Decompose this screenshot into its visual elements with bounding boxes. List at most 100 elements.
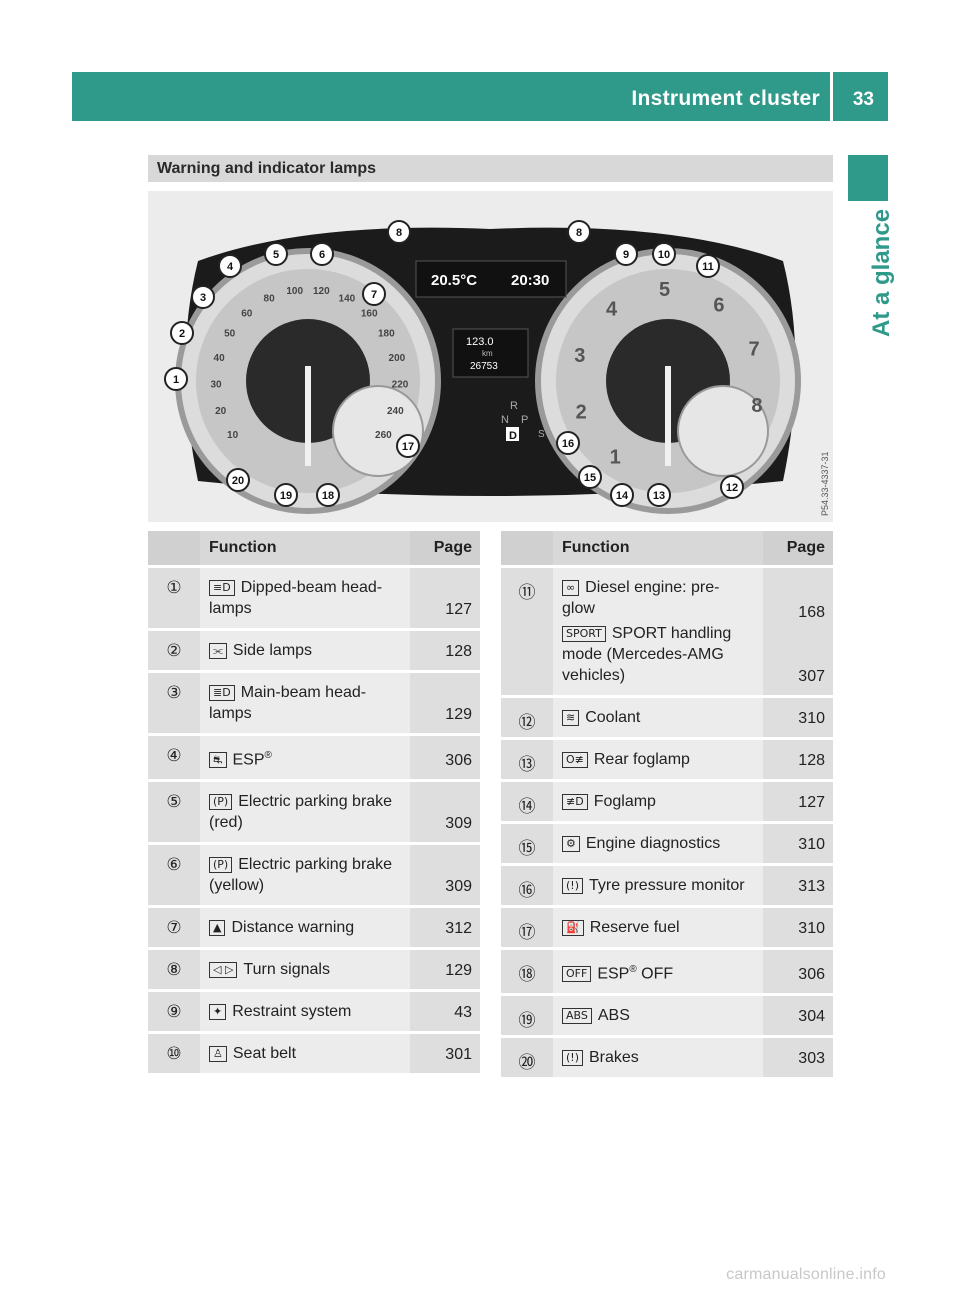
speed-mark: 100 bbox=[286, 286, 303, 297]
callout-circle bbox=[310, 242, 334, 266]
row-number: ⑰ bbox=[501, 906, 553, 950]
table-row: ⑥(P)Electric parking brake(yellow)309 bbox=[148, 843, 480, 909]
page-number-entry: 310 bbox=[798, 920, 825, 937]
page-cell: 309 bbox=[410, 780, 480, 846]
column-page: Page bbox=[410, 531, 480, 568]
indicator-icon: ≢D bbox=[562, 794, 588, 810]
page-cell: 310 bbox=[763, 822, 833, 866]
function-text: (red) bbox=[209, 814, 243, 832]
indicator-icon: O≢ bbox=[562, 752, 588, 768]
row-number: ⑥ bbox=[148, 843, 200, 909]
function-cell: ⚙Engine diagnostics bbox=[553, 822, 763, 866]
callout-number: 16 bbox=[562, 438, 574, 450]
row-number: ① bbox=[148, 566, 200, 631]
function-entry: (!)Tyre pressure monitor bbox=[562, 875, 759, 896]
page-cell: 43 bbox=[410, 990, 480, 1035]
reference-code: P54.33-4337-31 bbox=[820, 451, 830, 516]
callout-number: 15 bbox=[584, 472, 596, 484]
speed-mark: 50 bbox=[224, 329, 236, 340]
page-number-entry: 313 bbox=[798, 878, 825, 895]
function-cell: ⫘Side lamps bbox=[200, 629, 410, 673]
function-text: mode (Mercedes-AMG bbox=[562, 646, 724, 663]
indicator-icon: OFF bbox=[562, 966, 592, 983]
column-page: Page bbox=[763, 531, 833, 568]
row-number: ⑪ bbox=[501, 566, 553, 698]
page-number: 33 bbox=[852, 89, 874, 110]
function-text: Distance warning bbox=[231, 919, 355, 937]
table-row: ⑮⚙Engine diagnostics 310 bbox=[501, 822, 833, 866]
indicator-icon: (!) bbox=[562, 878, 583, 894]
page-cell: 310 bbox=[763, 906, 833, 950]
callout-circle bbox=[720, 475, 744, 499]
speed-mark: 80 bbox=[264, 294, 276, 305]
page-number-entry: 310 bbox=[798, 710, 825, 727]
speed-mark: 40 bbox=[214, 353, 226, 364]
page-cell: 306 bbox=[763, 948, 833, 997]
page-number-entry: 128 bbox=[798, 752, 825, 769]
row-number: ⑳ bbox=[501, 1036, 553, 1081]
temperature-readout: 20.5°C bbox=[431, 272, 477, 289]
function-cell: ⛐ESP® bbox=[200, 734, 410, 783]
function-entry: (!)Brakes bbox=[562, 1047, 759, 1068]
side-section-label: At a glance bbox=[868, 208, 895, 337]
indicator-icon: ∞ bbox=[562, 580, 580, 596]
function-entry: ⛽Reserve fuel bbox=[562, 917, 759, 938]
callout-circle bbox=[652, 242, 676, 266]
speed-mark: 10 bbox=[227, 430, 239, 441]
indicator-icon: ⚙ bbox=[562, 836, 580, 852]
page-number-entry: 307 bbox=[798, 668, 825, 685]
page-cell: 306 bbox=[410, 734, 480, 783]
function-text: Turn signals bbox=[243, 961, 330, 979]
function-entry: O≢Rear foglamp bbox=[562, 749, 759, 770]
callout-circle bbox=[170, 321, 194, 345]
indicator-icon: ⛽ bbox=[562, 920, 584, 936]
row-number: ⑮ bbox=[501, 822, 553, 866]
callout-number: 13 bbox=[653, 490, 665, 502]
function-text: Main-beam head- bbox=[240, 684, 367, 701]
function-text: lamps bbox=[209, 600, 252, 617]
indicator-icon: (!) bbox=[562, 1050, 583, 1067]
callout-circle bbox=[567, 220, 591, 244]
indicator-icon: ABS bbox=[562, 1008, 592, 1025]
indicator-icon: ≡D bbox=[209, 580, 235, 596]
callout-circle bbox=[614, 242, 638, 266]
page-cell: 301 bbox=[410, 1032, 480, 1077]
speed-mark: 120 bbox=[313, 286, 330, 297]
row-number: ⑦ bbox=[148, 906, 200, 951]
function-cell: ⛽Reserve fuel bbox=[553, 906, 763, 950]
rpm-mark: 4 bbox=[606, 298, 618, 320]
callout-circle bbox=[264, 242, 288, 266]
speed-mark: 30 bbox=[210, 380, 222, 391]
speed-mark: 60 bbox=[241, 308, 253, 319]
function-suffix: OFF bbox=[636, 965, 674, 983]
page-cell: 129 bbox=[410, 948, 480, 993]
header-bar: Instrument cluster 33 bbox=[72, 72, 888, 121]
callout-circle bbox=[696, 254, 720, 278]
speed-mark: 20 bbox=[215, 406, 227, 417]
callout-number: 12 bbox=[726, 482, 738, 494]
callout-number: 20 bbox=[232, 475, 244, 487]
function-text: Diesel engine: pre- bbox=[585, 579, 720, 596]
callout-number: 11 bbox=[702, 261, 714, 273]
callout-circle bbox=[316, 483, 340, 507]
function-text: lamps bbox=[209, 705, 252, 722]
callout-number: 7 bbox=[371, 289, 377, 301]
function-entry: ≋Coolant bbox=[562, 707, 759, 728]
page-number-entry: 310 bbox=[798, 836, 825, 853]
column-number bbox=[148, 531, 200, 568]
callout-number: 10 bbox=[658, 249, 670, 261]
page-cell: 303 bbox=[763, 1036, 833, 1081]
callout-circle bbox=[274, 483, 298, 507]
